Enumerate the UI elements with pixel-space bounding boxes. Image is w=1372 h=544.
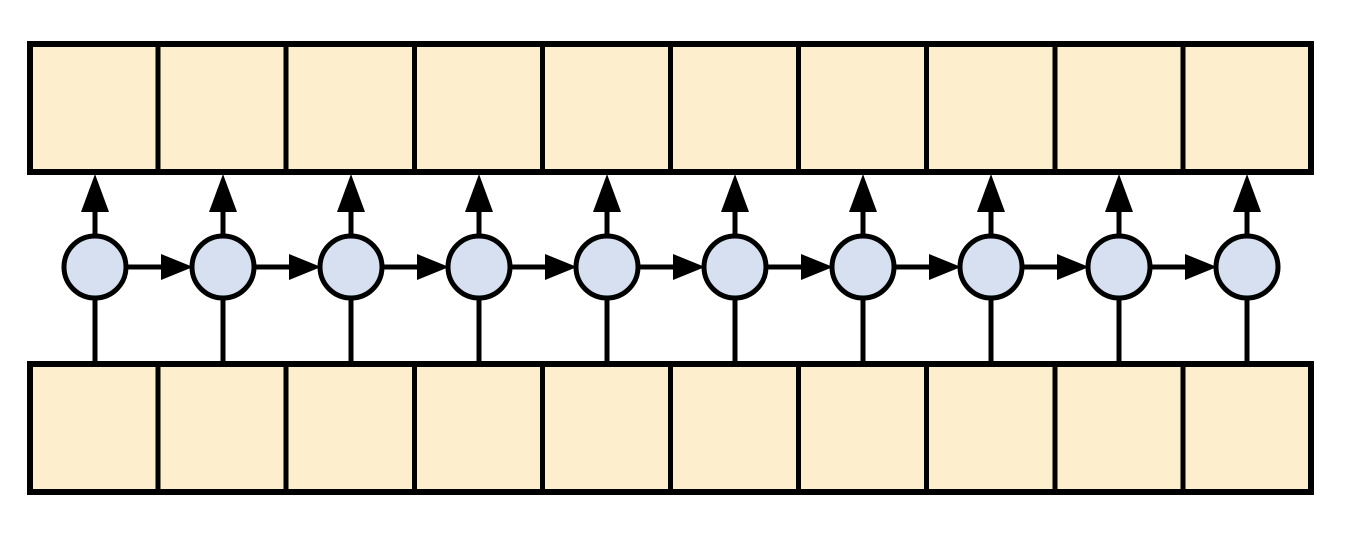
output-sequence-border <box>27 41 1314 175</box>
state-to-state-arrowhead-9 <box>1185 254 1217 280</box>
state-to-state-arrowhead-1 <box>161 254 193 280</box>
state-to-output-arrowhead-5 <box>593 174 621 212</box>
state-to-state-arrowhead-8 <box>1057 254 1089 280</box>
state-to-state-connectors <box>125 254 1217 280</box>
hidden-state-node-1[interactable] <box>61 233 129 301</box>
hidden-state-node-6[interactable] <box>701 233 769 301</box>
state-to-output-arrowhead-3 <box>337 174 365 212</box>
state-to-output-arrowhead-10 <box>1233 174 1261 212</box>
hidden-state-node-9[interactable] <box>1085 233 1153 301</box>
state-to-output-arrowhead-4 <box>465 174 493 212</box>
hidden-state-row <box>61 233 1281 301</box>
hidden-state-node-5[interactable] <box>573 233 641 301</box>
state-to-state-arrowhead-4 <box>545 254 577 280</box>
state-to-state-arrowhead-5 <box>673 254 705 280</box>
state-to-output-arrowhead-8 <box>977 174 1005 212</box>
state-to-output-arrowhead-7 <box>849 174 877 212</box>
input-to-state-connectors <box>92 296 1250 364</box>
state-to-output-arrowhead-1 <box>81 174 109 212</box>
output-sequence-row <box>27 41 1314 175</box>
state-to-state-arrowhead-6 <box>801 254 833 280</box>
state-to-output-arrowhead-2 <box>209 174 237 212</box>
input-sequence-border <box>27 361 1314 495</box>
input-sequence-row <box>27 361 1314 495</box>
state-to-output-arrowhead-9 <box>1105 174 1133 212</box>
hidden-state-node-4[interactable] <box>445 233 513 301</box>
state-to-output-arrowhead-6 <box>721 174 749 212</box>
hidden-state-node-3[interactable] <box>317 233 385 301</box>
hidden-state-node-8[interactable] <box>957 233 1025 301</box>
hidden-state-node-2[interactable] <box>189 233 257 301</box>
hidden-state-node-10[interactable] <box>1213 233 1281 301</box>
hidden-state-node-7[interactable] <box>829 233 897 301</box>
state-to-state-arrowhead-7 <box>929 254 961 280</box>
state-to-state-arrowhead-2 <box>289 254 321 280</box>
state-to-state-arrowhead-3 <box>417 254 449 280</box>
